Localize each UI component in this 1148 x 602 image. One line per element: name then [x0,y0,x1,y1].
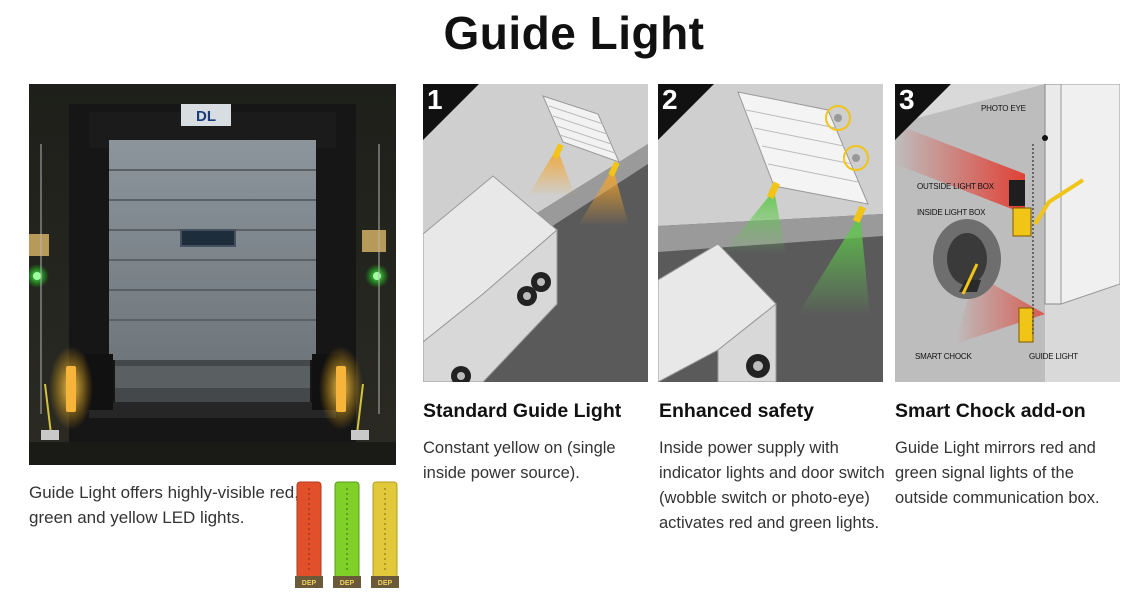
step-1-illustration: 1 [423,84,648,382]
step-2-heading: Enhanced safety [659,400,814,422]
svg-text:DEP: DEP [302,580,317,587]
step-1-text: Constant yellow on (single inside power … [423,439,616,482]
svg-text:DEP: DEP [340,580,355,587]
label-guide-light: GUIDE LIGHT [1029,352,1078,361]
tube-red: DEP [295,481,323,588]
step-1-heading: Standard Guide Light [423,400,622,422]
label-smart-chock: SMART CHOCK [915,352,972,361]
step-3-text: Guide Light mirrors red and green signal… [895,439,1100,507]
label-photo-eye: PHOTO EYE [981,104,1026,113]
step-1-number: 1 [427,84,443,115]
photo-caption: Guide Light offers highly-visible red, g… [29,483,299,527]
tube-green: DEP [333,481,361,588]
step-2-badge [658,84,714,140]
step-3-illustration: 3 PHOTO EYE OUTSIDE LIGHT BOX INSIDE LIG… [895,84,1120,382]
dl-sign [181,104,231,126]
page-title: Guide Light [443,7,705,59]
dock-photo: DL [29,84,396,465]
dock-door [109,140,316,360]
dl-sign-text: DL [196,108,216,125]
svg-text:DEP: DEP [378,580,393,587]
step-2-number: 2 [662,84,678,115]
step-3-number: 3 [899,84,915,115]
step-2-text: Inside power supply with indicator light… [659,439,885,532]
step-1-badge [423,84,479,140]
step-2-illustration: 2 [658,84,883,382]
step-3-badge [895,84,951,140]
led-tubes: DEP DEP DEP [293,480,405,592]
dock-photo-illustration: DL [29,84,396,465]
label-outside-light-box: OUTSIDE LIGHT BOX [917,182,994,191]
label-inside-light-box: INSIDE LIGHT BOX [917,208,986,217]
tube-yellow: DEP [371,481,399,588]
step-3-heading: Smart Chock add-on [895,400,1086,422]
